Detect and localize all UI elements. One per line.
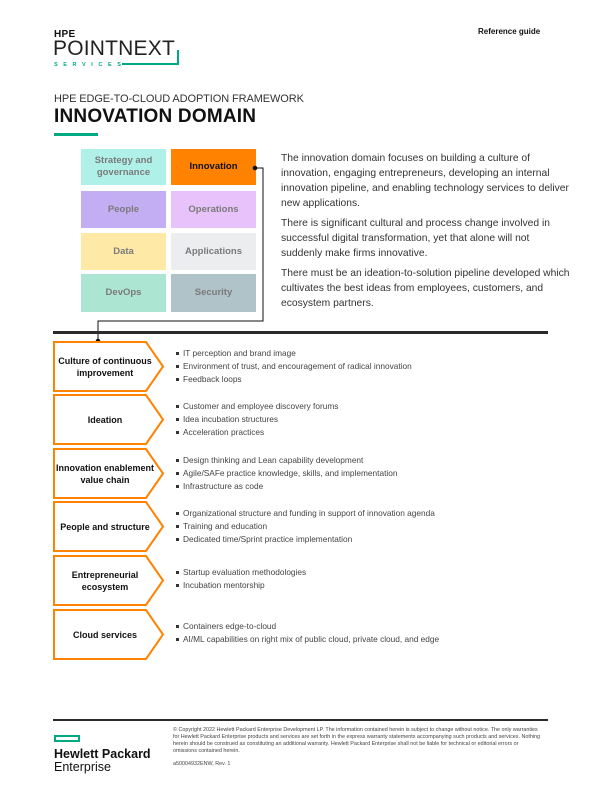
bullet-item: Design thinking and Lean capability deve… xyxy=(175,454,397,467)
company-name-line1: Hewlett Packard xyxy=(54,747,151,761)
capability-bullets: Customer and employee discovery forums I… xyxy=(175,400,338,439)
bullet-item: Feedback loops xyxy=(175,373,412,386)
hpe-logo-text: HPE xyxy=(54,29,76,40)
chevron-arrow-icon xyxy=(53,555,165,606)
bullet-item: Dedicated time/Sprint practice implement… xyxy=(175,533,435,546)
bullet-item: Customer and employee discovery forums xyxy=(175,400,338,413)
intro-paragraph: There is significant cultural and proces… xyxy=(281,218,551,259)
capability-bullets: Design thinking and Lean capability deve… xyxy=(175,454,397,493)
capability-label: Innovation enablement value chain xyxy=(56,462,155,485)
logo-bracket-icon xyxy=(177,50,179,64)
services-logo-text: SERVICES xyxy=(54,62,127,68)
bullet-item: Environment of trust, and encouragement … xyxy=(175,360,412,373)
intro-paragraph: There must be an ideation-to-solution pi… xyxy=(281,268,570,309)
domain-cell-devops: DevOps xyxy=(81,274,166,312)
bullet-item: Training and education xyxy=(175,520,435,533)
capability-label: Cloud services xyxy=(72,629,138,640)
domain-cell-applications: Applications xyxy=(171,233,256,270)
chevron-arrow-icon xyxy=(53,609,165,660)
bullet-item: Acceleration practices xyxy=(175,426,338,439)
bullet-item: Idea incubation structures xyxy=(175,413,338,426)
domain-cell-data: Data xyxy=(81,233,166,270)
domain-cell-innovation: Innovation xyxy=(171,149,256,185)
capability-bullets: IT perception and brand image Environmen… xyxy=(175,347,412,386)
capability-label: People and structure xyxy=(60,521,150,532)
capability-bullets: Organizational structure and funding in … xyxy=(175,507,435,546)
domain-cell-operations: Operations xyxy=(171,191,256,228)
capability-label: Culture of continuous improvement xyxy=(58,355,152,378)
bullet-item: Infrastructure as code xyxy=(175,480,397,493)
document-id: a50004932ENW, Rev. 1 xyxy=(173,761,231,767)
capability-chevron: Ideation xyxy=(53,394,165,445)
capability-label: Entrepreneurial ecosystem xyxy=(71,569,139,592)
legal-notice: © Copyright 2022 Hewlett Packard Enterpr… xyxy=(173,727,541,754)
capability-chevron: Innovation enablement value chain xyxy=(53,448,165,499)
intro-text: The innovation domain focuses on buildin… xyxy=(281,151,571,316)
capability-chevron: Entrepreneurial ecosystem xyxy=(53,555,165,606)
chevron-arrow-icon xyxy=(53,341,165,392)
bullet-item: Incubation mentorship xyxy=(175,579,306,592)
bullet-item: Organizational structure and funding in … xyxy=(175,507,435,520)
capability-bullets: Startup evaluation methodologies Incubat… xyxy=(175,566,306,592)
capability-label: Ideation xyxy=(87,414,123,425)
capability-bullets: Containers edge-to-cloud AI/ML capabilit… xyxy=(175,620,439,646)
capability-chevron: Culture of continuous improvement xyxy=(53,341,165,392)
document-type-label: Reference guide xyxy=(478,27,541,36)
company-name-line2: Enterprise xyxy=(54,760,111,774)
pointnext-logo-text: POINTNEXT xyxy=(53,37,175,60)
intro-paragraph: The innovation domain focuses on buildin… xyxy=(281,153,569,209)
bullet-item: Agile/SAFe practice knowledge, skills, a… xyxy=(175,467,397,480)
chevron-arrow-icon xyxy=(53,501,165,552)
page-title: INNOVATION DOMAIN xyxy=(54,106,257,127)
title-accent-rule xyxy=(54,133,98,136)
capability-chevron: Cloud services xyxy=(53,609,165,660)
section-divider xyxy=(53,331,548,334)
hpe-element-logo-icon xyxy=(54,735,80,742)
bullet-item: AI/ML capabilities on right mix of publi… xyxy=(175,633,439,646)
chevron-arrow-icon xyxy=(53,394,165,445)
chevron-arrow-icon xyxy=(53,448,165,499)
capability-chevron: People and structure xyxy=(53,501,165,552)
framework-subtitle: HPE EDGE-TO-CLOUD ADOPTION FRAMEWORK xyxy=(54,93,304,105)
bullet-item: Containers edge-to-cloud xyxy=(175,620,439,633)
domain-cell-people: People xyxy=(81,191,166,228)
logo-bracket-underline xyxy=(122,63,179,65)
footer-divider xyxy=(53,719,548,721)
bullet-item: Startup evaluation methodologies xyxy=(175,566,306,579)
domain-cell-security: Security xyxy=(171,274,256,312)
bullet-item: IT perception and brand image xyxy=(175,347,412,360)
domain-cell-strategy: Strategy and governance xyxy=(81,149,166,185)
